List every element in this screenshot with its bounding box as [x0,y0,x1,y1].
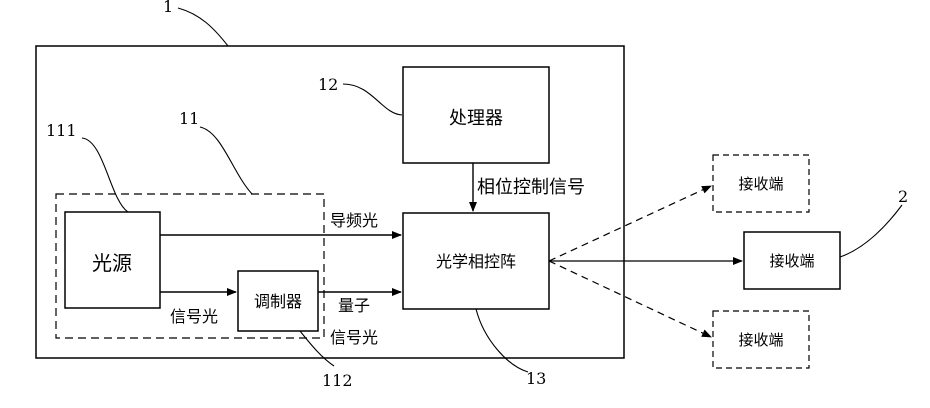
processor-label: 处理器 [449,108,503,129]
optical-phased-array-label: 光学相控阵 [436,252,516,271]
ref-112: 112 [322,371,353,390]
leader-13 [476,309,528,372]
ref-11: 11 [179,109,199,128]
ref-2: 2 [898,187,908,206]
receiver-mid-label: 接收端 [769,252,814,270]
ref-12: 12 [318,75,338,94]
pilot-light-label: 导频光 [330,211,378,230]
receiver-bottom-label: 接收端 [738,331,783,349]
ref-13: 13 [526,369,546,388]
leader-111 [82,138,128,212]
beam-to-receiver-bottom [549,261,711,337]
quantum-label-line2: 信号光 [330,328,378,347]
leader-2 [840,205,902,257]
leader-1 [178,8,228,46]
leader-11 [200,127,252,194]
ref-1: 1 [163,0,173,16]
leader-12 [343,84,402,115]
quantum-label-line1: 量子 [338,296,370,315]
modulator-label: 调制器 [254,292,302,311]
leader-112 [300,331,334,366]
ref-111: 111 [46,121,77,140]
receiver-top-label: 接收端 [738,175,783,193]
signal-light-label: 信号光 [170,307,218,326]
light-source-label: 光源 [92,251,132,275]
phase-control-label: 相位控制信号 [477,177,585,198]
